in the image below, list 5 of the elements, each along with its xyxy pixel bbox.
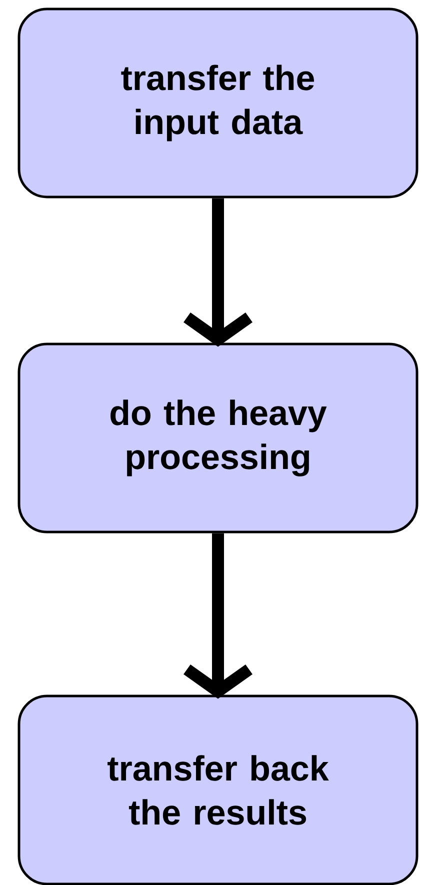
process-box: do the heavy processing: [18, 342, 418, 534]
process-box: transfer back the results: [18, 694, 418, 885]
process-box: transfer the input data: [18, 8, 418, 198]
arrow: [184, 198, 252, 347]
arrow: [184, 533, 252, 699]
